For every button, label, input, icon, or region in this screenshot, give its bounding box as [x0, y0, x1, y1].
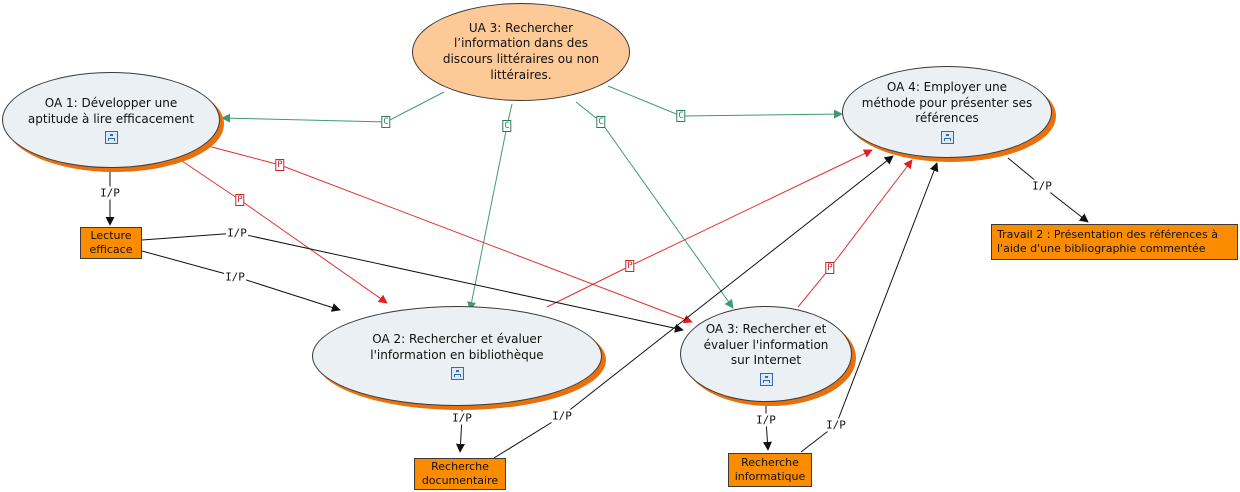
concept-map-icon[interactable]	[940, 130, 954, 144]
link-ua3-oa3	[575, 101, 734, 309]
node-oa4[interactable]: OA 4: Employer une méthode pour présente…	[842, 66, 1052, 158]
link-label-ip: I/P	[755, 413, 777, 427]
link-label-c: C	[596, 116, 606, 128]
node-oa4-label: OA 4: Employer une méthode pour présente…	[861, 80, 1033, 126]
node-ua3-label: UA 3: Rechercher l’information dans des …	[442, 20, 600, 82]
link-label-ip: I/P	[1031, 179, 1053, 193]
node-oa2[interactable]: OA 2: Rechercher et évaluer l'informatio…	[312, 306, 602, 406]
box-recherche-documentaire-label: Recherche documentaire	[421, 459, 499, 487]
link-oa1-oa2	[175, 156, 388, 304]
link-label-p: P	[625, 260, 635, 272]
link-oa1-oa3	[207, 145, 693, 324]
link-label-ip: I/P	[451, 411, 473, 425]
link-label-c: C	[381, 116, 391, 128]
node-oa2-label: OA 2: Rechercher et évaluer l'informatio…	[370, 331, 544, 362]
link-label-ip: I/P	[825, 418, 847, 432]
box-lecture-efficace-label: Lecture efficace	[89, 228, 133, 256]
link-label-ip: I/P	[99, 186, 121, 200]
link-ua3-oa4	[607, 85, 843, 119]
link-ua3-oa1	[221, 91, 445, 123]
link-oa3-oa4	[797, 159, 913, 308]
box-recherche-informatique-label: Recherche informatique	[734, 455, 806, 483]
box-travail-2-label: Travail 2 : Présentation des références …	[997, 227, 1218, 255]
link-label-ip: I/P	[551, 409, 573, 423]
link-label-p: P	[235, 194, 245, 206]
concept-map-icon[interactable]	[759, 372, 773, 386]
box-recherche-documentaire[interactable]: Recherche documentaire	[414, 458, 506, 490]
link-label-p: P	[825, 262, 835, 274]
box-travail-2[interactable]: Travail 2 : Présentation des références …	[991, 224, 1238, 260]
link-label-ip: I/P	[226, 226, 248, 240]
box-recherche-informatique[interactable]: Recherche informatique	[728, 453, 812, 487]
node-ua3[interactable]: UA 3: Rechercher l’information dans des …	[412, 3, 630, 101]
node-oa3-label: OA 3: Rechercher et évaluer l'informatio…	[703, 322, 829, 368]
link-rechinfo-oa4	[800, 162, 939, 453]
node-oa3[interactable]: OA 3: Rechercher et évaluer l'informatio…	[680, 306, 852, 402]
link-oa2-oa4	[546, 149, 873, 308]
link-label-ip: I/P	[224, 270, 246, 284]
link-label-c: C	[676, 110, 686, 122]
link-ua3-oa2	[467, 103, 513, 311]
link-label-p: P	[275, 159, 285, 171]
node-oa1[interactable]: OA 1: Développer une aptitude à lire eff…	[2, 72, 220, 168]
box-lecture-efficace[interactable]: Lecture efficace	[80, 227, 142, 259]
link-label-c: C	[502, 120, 512, 132]
concept-map-icon[interactable]	[450, 367, 464, 381]
node-oa1-label: OA 1: Développer une aptitude à lire eff…	[27, 95, 195, 126]
concept-map-icon[interactable]	[104, 131, 118, 145]
